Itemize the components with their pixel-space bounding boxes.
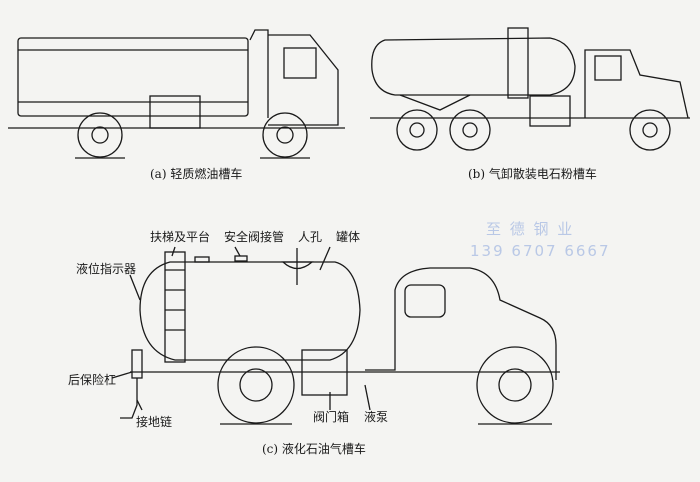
label-rear-bumper: 后保险杠 xyxy=(68,373,117,387)
label-valve-box: 阀门箱 xyxy=(313,410,350,424)
caption-a: (a) 轻质燃油槽车 xyxy=(150,167,243,181)
lpg-tanker-drawing xyxy=(111,246,560,425)
label-pump: 液泵 xyxy=(364,410,389,424)
label-ladder-platform: 扶梯及平台 xyxy=(150,230,211,244)
watermark-phone: 139 6707 6667 xyxy=(470,242,611,260)
caption-c: (c) 液化石油气槽车 xyxy=(262,442,366,456)
label-manhole: 人孔 xyxy=(298,230,323,244)
label-level-indicator: 液位指示器 xyxy=(76,262,137,276)
watermark-name: 至 德 钢 业 xyxy=(486,220,575,238)
fuel-tanker-drawing xyxy=(8,29,345,159)
powder-tanker-drawing xyxy=(370,27,690,151)
caption-b: (b) 气卸散装电石粉槽车 xyxy=(468,167,597,181)
label-tank-body: 罐体 xyxy=(336,230,361,244)
label-ground-chain: 接地链 xyxy=(136,415,173,429)
label-safety-valve-pipe: 安全阀接管 xyxy=(224,230,285,244)
